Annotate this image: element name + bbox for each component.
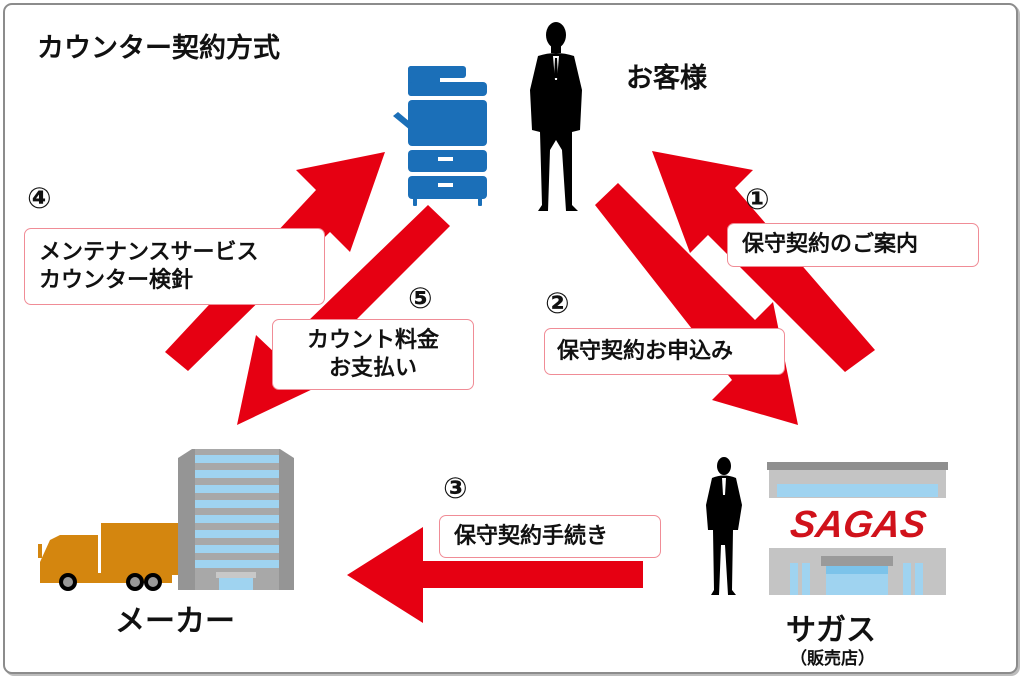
step-2-box: 保守契約お申込み bbox=[544, 328, 785, 375]
step-4-text-line-2: カウンター検針 bbox=[39, 267, 194, 293]
customer-label: お客様 bbox=[626, 63, 707, 94]
sagas-person-icon bbox=[706, 457, 742, 595]
step-2-text: 保守契約お申込み bbox=[557, 338, 734, 364]
customer-person-icon bbox=[530, 22, 582, 211]
sagas-label: サガス bbox=[786, 613, 876, 648]
step-3-text: 保守契約手続き bbox=[454, 523, 609, 549]
step-3-box: 保守契約手続き bbox=[439, 515, 661, 558]
step-5-text-line-1: カウント料金 bbox=[306, 327, 439, 353]
sagas-store-icon: SAGAS bbox=[767, 462, 948, 595]
diagram-title: カウンター契約方式 bbox=[37, 33, 280, 64]
maker-building-icon bbox=[178, 449, 294, 590]
step-5-text-line-2: お支払い bbox=[328, 355, 417, 381]
maker-label: メーカー bbox=[115, 604, 235, 639]
step-2-number: ② bbox=[545, 286, 570, 320]
truck-icon bbox=[38, 523, 193, 591]
copier-icon bbox=[393, 66, 487, 206]
step-4-text-line-1: メンテナンスサービス bbox=[39, 239, 259, 265]
sagas-sublabel: （販売店） bbox=[790, 649, 875, 669]
step-5-number: ⑤ bbox=[408, 281, 433, 315]
sagas-sign-logo: SAGAS bbox=[788, 503, 930, 546]
step-1-box: 保守契約のご案内 bbox=[727, 223, 979, 267]
step-4-number: ④ bbox=[27, 181, 52, 215]
step-5-box: カウント料金 お支払い bbox=[272, 319, 474, 390]
step-4-box: メンテナンスサービス カウンター検針 bbox=[24, 228, 325, 305]
arrow-step-3 bbox=[347, 527, 643, 623]
step-3-number: ③ bbox=[443, 471, 468, 505]
step-1-text: 保守契約のご案内 bbox=[742, 232, 919, 257]
step-1-number: ① bbox=[745, 182, 770, 216]
